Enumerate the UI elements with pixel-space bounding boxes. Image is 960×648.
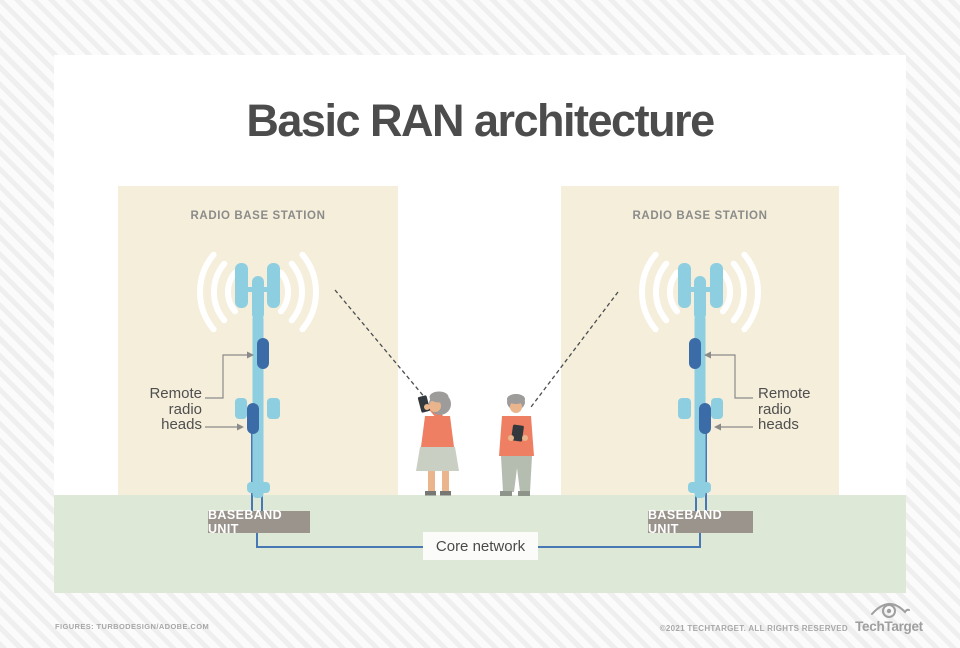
figure-credit: FIGURES: TURBODESIGN/ADOBE.COM: [55, 622, 210, 631]
annotation-lines: [205, 354, 753, 428]
core-network-links: [256, 533, 701, 548]
cell-tower-right: [642, 255, 758, 513]
baseband-unit-badge-right: BASEBAND UNIT: [648, 508, 753, 536]
core-network-box: Core network: [423, 532, 538, 560]
wireless-link-lines: [334, 289, 619, 408]
station-title-left: RADIO BASE STATION: [190, 210, 326, 222]
baseband-unit-badge-left: BASEBAND UNIT: [208, 508, 310, 536]
person-woman: [416, 391, 459, 496]
remote-radio-heads-label-right: Remote radio heads: [758, 385, 811, 433]
copyright-text: ©2021 TECHTARGET. ALL RIGHTS RESERVED: [659, 624, 848, 633]
page-title: Basic RAN architecture: [246, 95, 715, 146]
infographic-card: Basic RAN architecture: [54, 55, 906, 593]
annotation-arrowheads: [237, 351, 721, 431]
ran-diagram-graphic: [54, 55, 906, 548]
techtarget-logo: TechTarget: [853, 599, 925, 634]
cell-tower-left: [200, 255, 316, 513]
brand-wordmark: TechTarget: [855, 619, 923, 634]
target-eye-icon: [871, 603, 910, 618]
person-man: [499, 394, 534, 496]
remote-radio-heads-label-left: Remote radio heads: [149, 385, 202, 433]
station-title-right: RADIO BASE STATION: [632, 210, 768, 222]
